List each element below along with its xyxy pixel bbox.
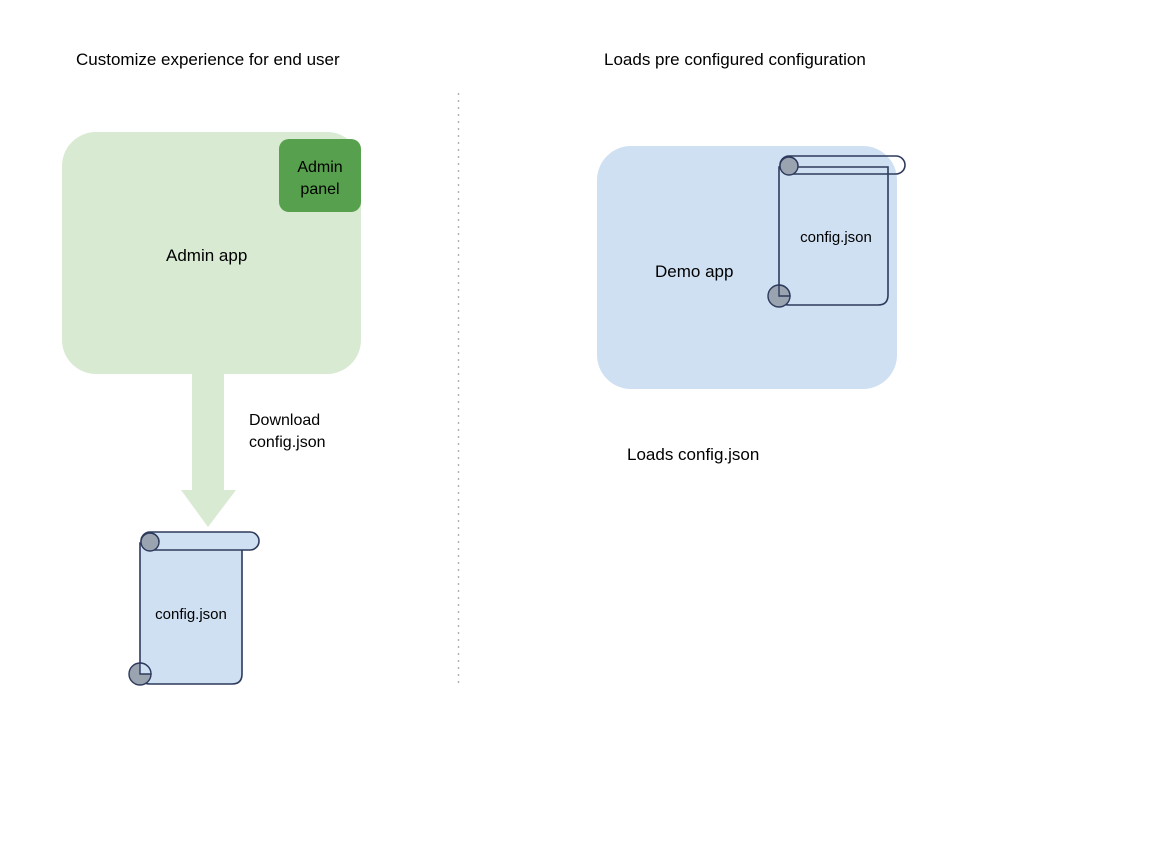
left-column-title: Customize experience for end user xyxy=(76,50,340,69)
left-document-bottom-curl-notch xyxy=(139,662,152,675)
right-column-title: Loads pre configured configuration xyxy=(604,50,866,69)
right-column-caption: Loads config.json xyxy=(627,445,759,464)
left-document-label: config.json xyxy=(155,606,227,623)
download-arrow-label-line1: Download xyxy=(249,412,320,429)
left-config-document[interactable]: config.json xyxy=(128,531,260,686)
download-arrow-label-line2: config.json xyxy=(249,434,326,451)
left-document-top-curl-arc xyxy=(149,532,160,543)
right-document-top-curl-arc xyxy=(788,156,799,167)
right-document-label: config.json xyxy=(800,229,872,246)
admin-app-label: Admin app xyxy=(166,246,247,265)
demo-app-label: Demo app xyxy=(655,262,733,281)
admin-panel-box[interactable] xyxy=(279,139,361,212)
download-arrow xyxy=(181,374,236,527)
admin-panel-label-line2: panel xyxy=(300,181,339,198)
right-config-document[interactable]: config.json xyxy=(767,155,906,308)
demo-app-box xyxy=(597,146,897,389)
right-document-bottom-curl-notch xyxy=(778,284,791,297)
admin-panel-label-line1: Admin xyxy=(297,159,342,176)
